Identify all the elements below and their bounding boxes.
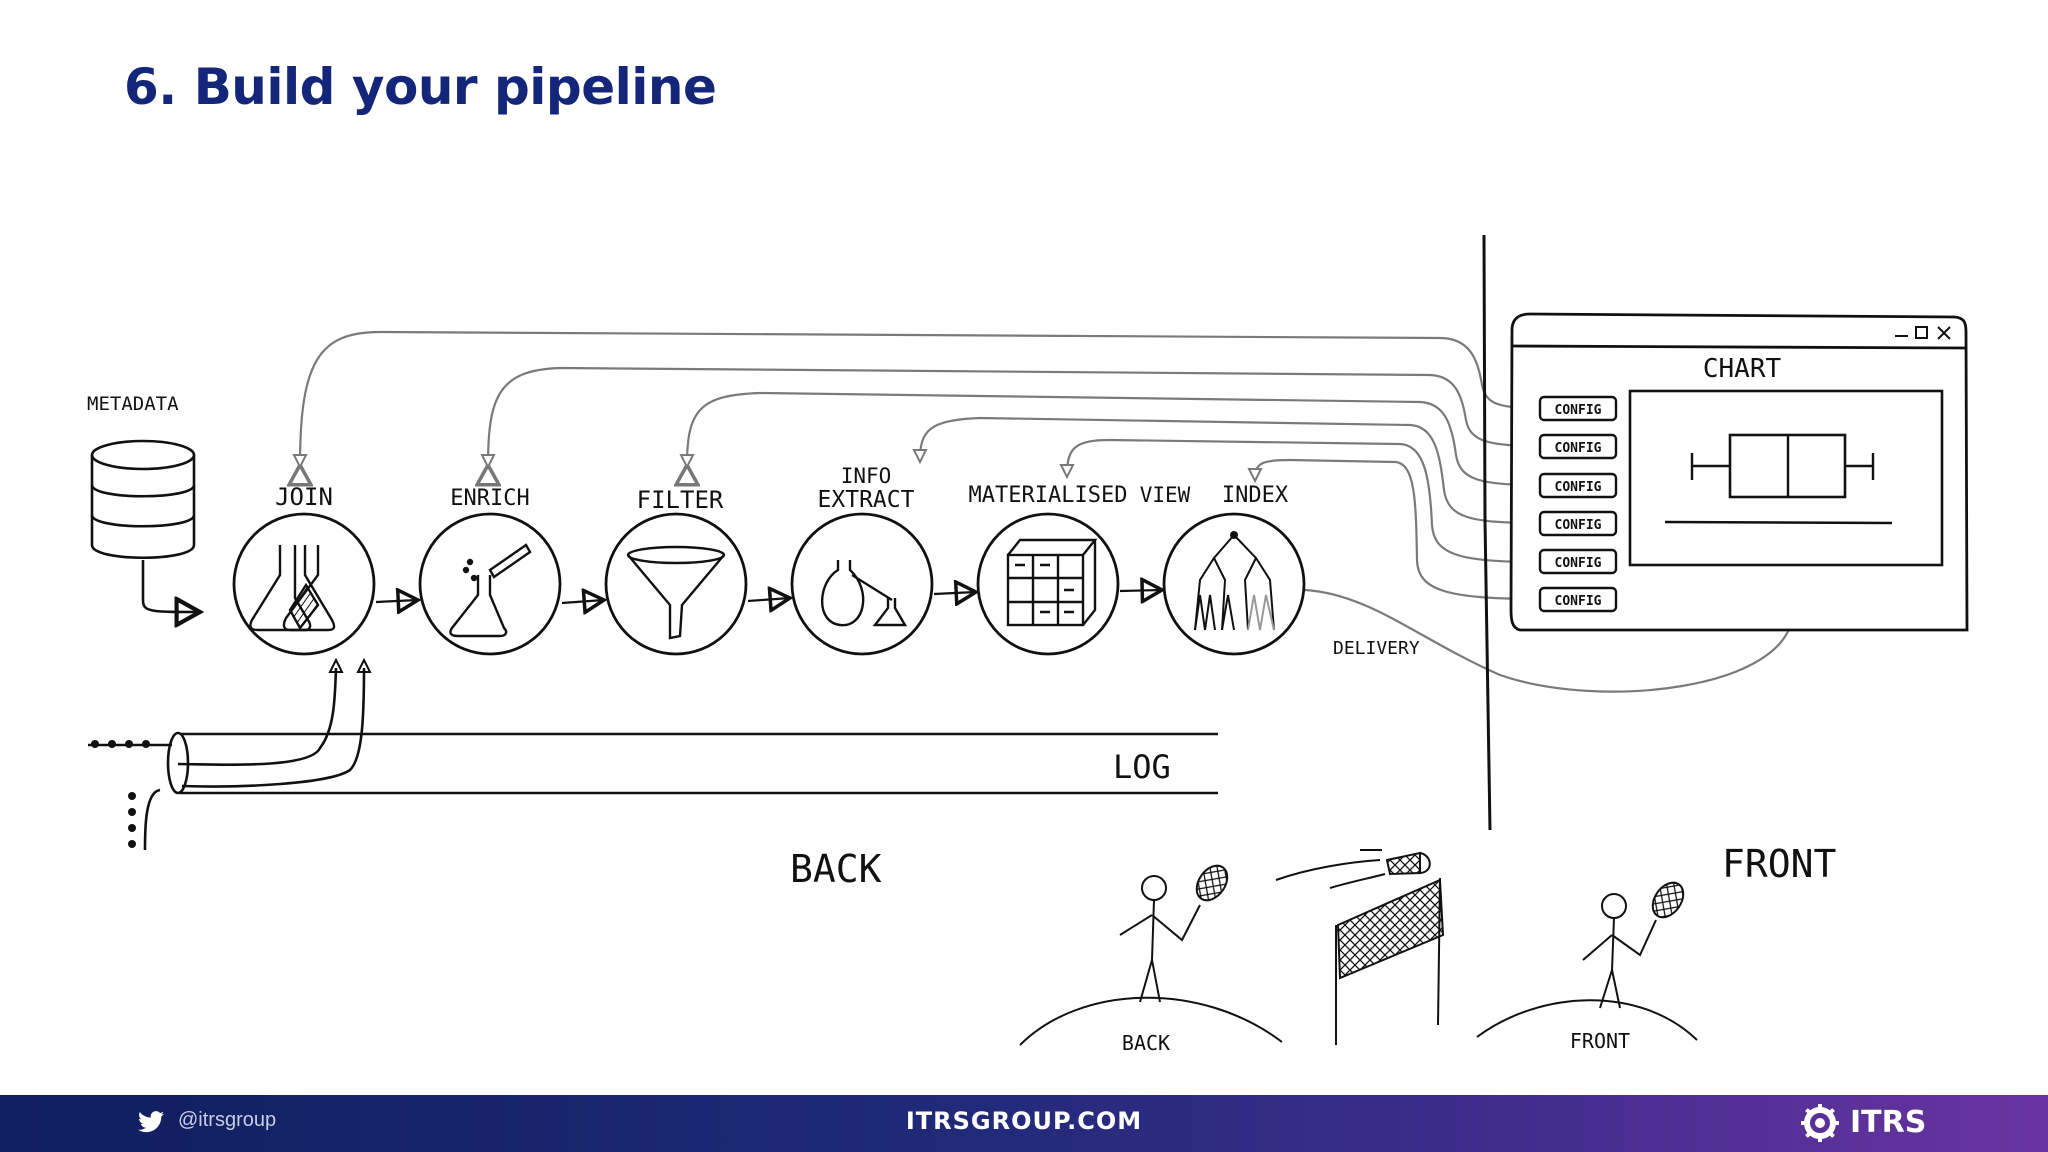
twitter-icon[interactable] (138, 1111, 164, 1133)
stage-label-materialised: MATERIALISED (969, 483, 1128, 508)
info-extract-stage (790, 512, 934, 656)
stage-label-index: INDEX (1222, 483, 1289, 508)
config-label: CONFIG (1555, 594, 1602, 609)
chart-label: CHART (1703, 354, 1782, 384)
config-label: CONFIG (1555, 556, 1602, 571)
stage-circles (232, 512, 1306, 656)
enrich-flask-icon (449, 543, 532, 638)
config-arrowheads (292, 449, 1263, 484)
itrs-logo-icon (1801, 1104, 1839, 1142)
back-label: BACK (790, 847, 882, 891)
mound-back-label: BACK (1122, 1031, 1170, 1055)
front-label: FRONT (1722, 842, 1836, 886)
info-extract-flasks-icon (820, 560, 908, 627)
log-label: LOG (1113, 748, 1171, 786)
back-front-divider (1482, 234, 1492, 831)
config-label: CONFIG (1555, 480, 1602, 495)
config-buttons (1538, 395, 1618, 613)
chart-window (1509, 312, 1969, 632)
config-label: CONFIG (1555, 403, 1602, 418)
stage-label-enrich: ENRICH (450, 486, 529, 511)
filter-stage (604, 512, 748, 656)
materialised-view-grid-icon (1006, 538, 1098, 627)
mound-front-label: FRONT (1570, 1029, 1630, 1053)
twitter-handle[interactable]: @itrsgroup (178, 1109, 277, 1131)
config-label: CONFIG (1555, 441, 1602, 456)
website-link[interactable]: ITRSGROUP.COM (905, 1107, 1143, 1135)
brand-name: ITRS (1850, 1105, 1927, 1140)
footer-bar: @itrsgroup ITRSGROUP.COM ITRS (0, 1095, 2048, 1152)
stage-connectors (375, 590, 1162, 603)
badminton-illustration (1019, 849, 1698, 1046)
log-pipe (88, 657, 1218, 851)
join-flasks-icon (249, 545, 336, 632)
metadata-label: METADATA (87, 393, 179, 415)
join-stage (232, 512, 376, 656)
filter-funnel-icon (626, 545, 726, 640)
stage-label-info: INFO (841, 464, 892, 488)
pipeline-diagram: METADATA (87, 234, 1969, 1055)
stage-label-extract: EXTRACT (818, 487, 915, 513)
config-feedback-lines (300, 330, 1795, 693)
log-dots (91, 740, 150, 848)
stage-label-view: VIEW (1140, 483, 1191, 507)
config-button-labels: CONFIG CONFIG CONFIG CONFIG CONFIG CONFI… (1555, 403, 1602, 609)
index-tree-icon (1194, 531, 1275, 631)
config-label: CONFIG (1555, 518, 1602, 533)
delivery-label: DELIVERY (1333, 638, 1420, 659)
stage-labels: JOIN ENRICH FILTER INFO EXTRACT MATERIAL… (275, 464, 1289, 514)
metadata-database (90, 439, 200, 612)
stage-label-join: JOIN (275, 483, 333, 511)
slide-title: 6. Build your pipeline (124, 58, 717, 116)
stage-label-filter: FILTER (637, 486, 724, 514)
